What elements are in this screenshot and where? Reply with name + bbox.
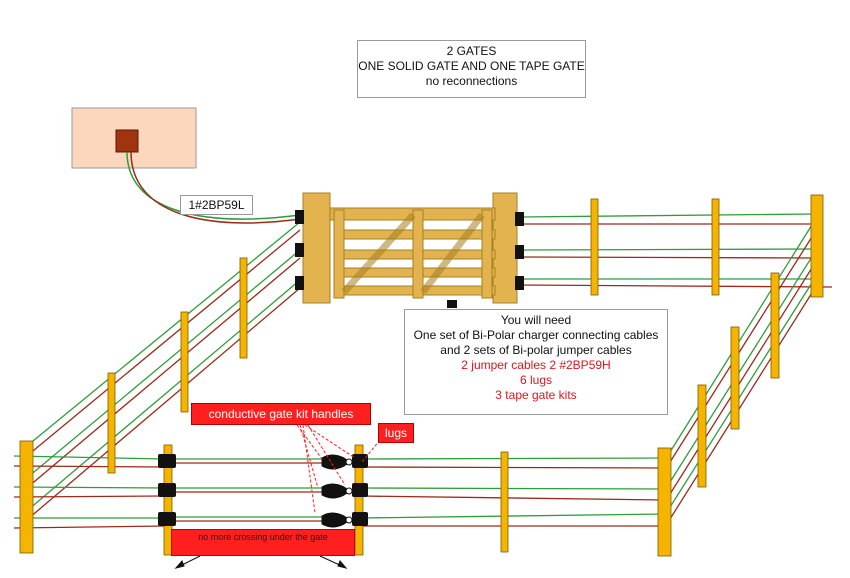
title-box: 2 GATES ONE SOLID GATE AND ONE TAPE GATE…: [357, 40, 586, 98]
fence-wires: [13, 213, 833, 529]
requirements-item-tape-gate: 3 tape gate kits: [495, 388, 577, 402]
gate-handles: [321, 454, 353, 528]
lugs-callout: lugs: [378, 423, 414, 443]
solid-gate: [302, 192, 518, 304]
tape-gate-wires: [170, 458, 325, 522]
handles-callout-arrows: [296, 424, 356, 514]
requirements-heading: You will need: [500, 313, 572, 327]
crossing-callout: no more crossing under the gate: [171, 529, 355, 556]
title-line-2: ONE SOLID GATE AND ONE TAPE GATE: [358, 59, 585, 73]
title-line-3: no reconnections: [425, 74, 518, 88]
requirements-box: You will need One set of Bi-Polar charge…: [404, 309, 668, 415]
charger-cable-label: 1#2BP59L: [180, 195, 253, 215]
fence-posts: [19, 194, 824, 557]
charger-unit-icon: [115, 129, 139, 153]
requirements-line-2: and 2 sets of Bi-polar jumper cables: [440, 343, 632, 357]
crossing-arrows: [174, 555, 348, 569]
charger-cable-green: [126, 151, 301, 220]
title-line-1: 2 GATES: [446, 44, 497, 58]
charger-cable-red: [130, 151, 301, 224]
handles-callout: conductive gate kit handles: [191, 403, 371, 425]
requirements-item-jumper: 2 jumper cables 2 #2BP59H: [461, 358, 611, 372]
requirements-item-lugs: 6 lugs: [519, 373, 553, 387]
gate-insulators: [295, 210, 524, 308]
requirements-line-1: One set of Bi-Polar charger connecting c…: [413, 328, 659, 342]
tape-gate-insulators: [158, 454, 368, 526]
